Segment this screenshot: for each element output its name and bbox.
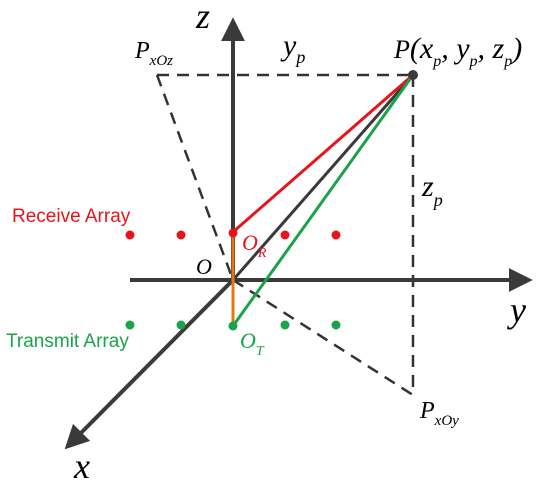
pxoy-label: PxOy [419, 398, 459, 429]
receive-element [280, 230, 290, 240]
y-axis-label: y [507, 290, 526, 330]
x-axis-label: x [73, 446, 90, 486]
receive-array-label: Receive Array [12, 206, 131, 227]
yp-label: yp [280, 29, 305, 67]
transmit-center-label: OT [240, 328, 265, 359]
origin-label: O [196, 254, 212, 279]
transmit-element [331, 320, 341, 330]
target-point [408, 70, 418, 80]
transmit-element [280, 320, 290, 330]
x-axis [64, 278, 235, 450]
transmit-element [176, 320, 186, 330]
transmit-element [125, 320, 135, 330]
point-label: P(xp, yp, zp) [393, 32, 522, 70]
pxoz-label: PxOz [134, 38, 173, 69]
transmit-to-p-line [231, 74, 415, 327]
projection-line-xoz [155, 74, 235, 281]
receive-center-label: OR [242, 230, 267, 261]
z-axis-label: z [195, 0, 210, 36]
zp-label: zp [421, 170, 443, 210]
receive-to-p-line [232, 73, 414, 234]
transmit-array-label: Transmit Array [6, 331, 129, 352]
receive-element [125, 230, 135, 240]
projection-line-xoy [232, 278, 414, 397]
receive-element [331, 230, 341, 240]
transmit-element [228, 321, 238, 331]
origin-to-p-line [231, 74, 415, 281]
receive-element [176, 230, 186, 240]
receive-element [228, 228, 238, 238]
